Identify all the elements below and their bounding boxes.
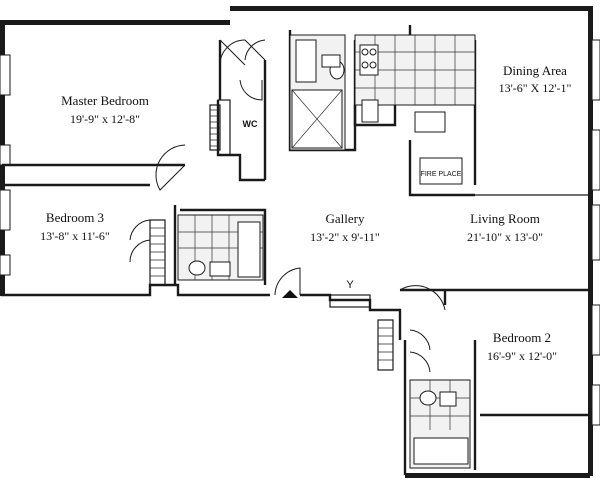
doors [129, 39, 446, 373]
fireplace-label: FIRE PLACE [421, 171, 462, 178]
gallery-dims: 13'-2" x 9'-11" [310, 230, 380, 244]
room-labels: Master Bedroom 19'-9" x 12'-8" Dining Ar… [40, 63, 571, 363]
living-room-dims: 21'-10" x 13'-0" [467, 230, 543, 244]
bedroom-3-dims: 13'-8" x 11'-6" [40, 229, 110, 243]
entry-marker [282, 290, 298, 298]
bedroom-2-name: Bedroom 2 [493, 330, 551, 345]
master-bath: WC [243, 34, 346, 151]
wc-label: WC [243, 119, 258, 129]
living-room-name: Living Room [470, 211, 540, 226]
gallery-name: Gallery [326, 211, 365, 226]
fireplace: FIRE PLACE [419, 157, 463, 185]
closet-mark: Y [346, 279, 354, 291]
bedroom-3-name: Bedroom 3 [46, 210, 104, 225]
dining-area-dims: 13'-6" X 12'-1" [499, 81, 572, 95]
kitchen-tiles [354, 34, 476, 133]
master-bedroom-dims: 19'-9" x 12'-8" [70, 112, 140, 126]
dining-area-name: Dining Area [503, 63, 567, 78]
closet-hatching [149, 104, 394, 371]
bedroom2-bath [409, 379, 471, 469]
master-bedroom-name: Master Bedroom [61, 93, 149, 108]
hall-bath [177, 214, 264, 281]
bedroom-2-dims: 16'-9" x 12'-0" [487, 349, 557, 363]
